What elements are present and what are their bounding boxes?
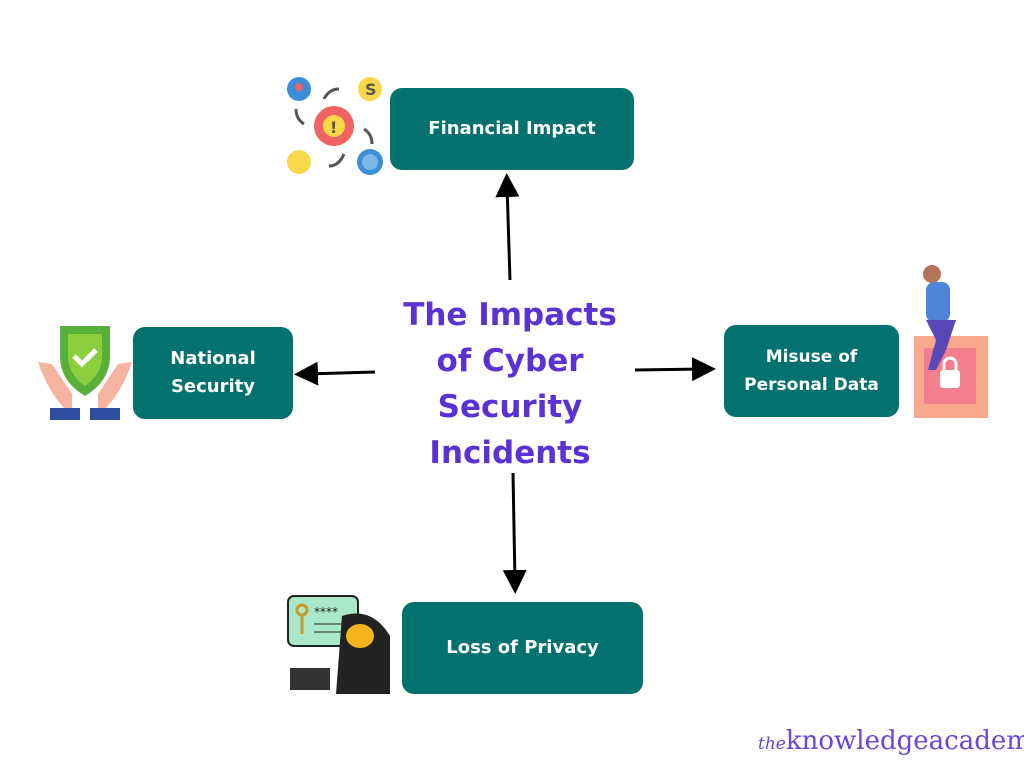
svg-text:****: **** bbox=[314, 605, 338, 619]
title-line: Incidents bbox=[429, 435, 591, 471]
hacker-password-icon: **** bbox=[287, 595, 390, 694]
arrow-down bbox=[502, 472, 527, 594]
central-title: The Impacts of Cyber Security Incidents bbox=[395, 292, 625, 476]
svg-text:S: S bbox=[365, 80, 377, 99]
node-label: National bbox=[170, 348, 256, 369]
node-financial-impact: Financial Impact bbox=[390, 88, 634, 170]
logo-prefix: the bbox=[758, 734, 786, 754]
node-label: Financial Impact bbox=[428, 118, 596, 139]
svg-text:!: ! bbox=[330, 118, 337, 137]
node-label: Security bbox=[170, 376, 256, 397]
node-label: Misuse of bbox=[765, 347, 858, 367]
financial-gear-icon: S ! bbox=[287, 77, 383, 175]
logo-name: knowledgeacademy bbox=[785, 726, 1024, 756]
knowledge-academy-logo: theknowledgeacademy bbox=[758, 726, 1024, 756]
title-line: Security bbox=[437, 389, 583, 425]
node-loss-of-privacy: Loss of Privacy bbox=[402, 602, 643, 694]
title-line: The Impacts bbox=[403, 297, 617, 333]
arrow-right bbox=[634, 357, 716, 382]
arrow-left bbox=[294, 361, 376, 386]
title-line: of Cyber bbox=[436, 343, 584, 379]
arrow-up bbox=[495, 173, 520, 281]
node-label: Personal Data bbox=[744, 375, 879, 395]
node-label: Loss of Privacy bbox=[446, 637, 599, 658]
node-misuse-personal-data: Misuse of Personal Data bbox=[724, 325, 899, 417]
person-lock-icon bbox=[914, 265, 988, 418]
shield-hands-icon bbox=[38, 326, 132, 420]
